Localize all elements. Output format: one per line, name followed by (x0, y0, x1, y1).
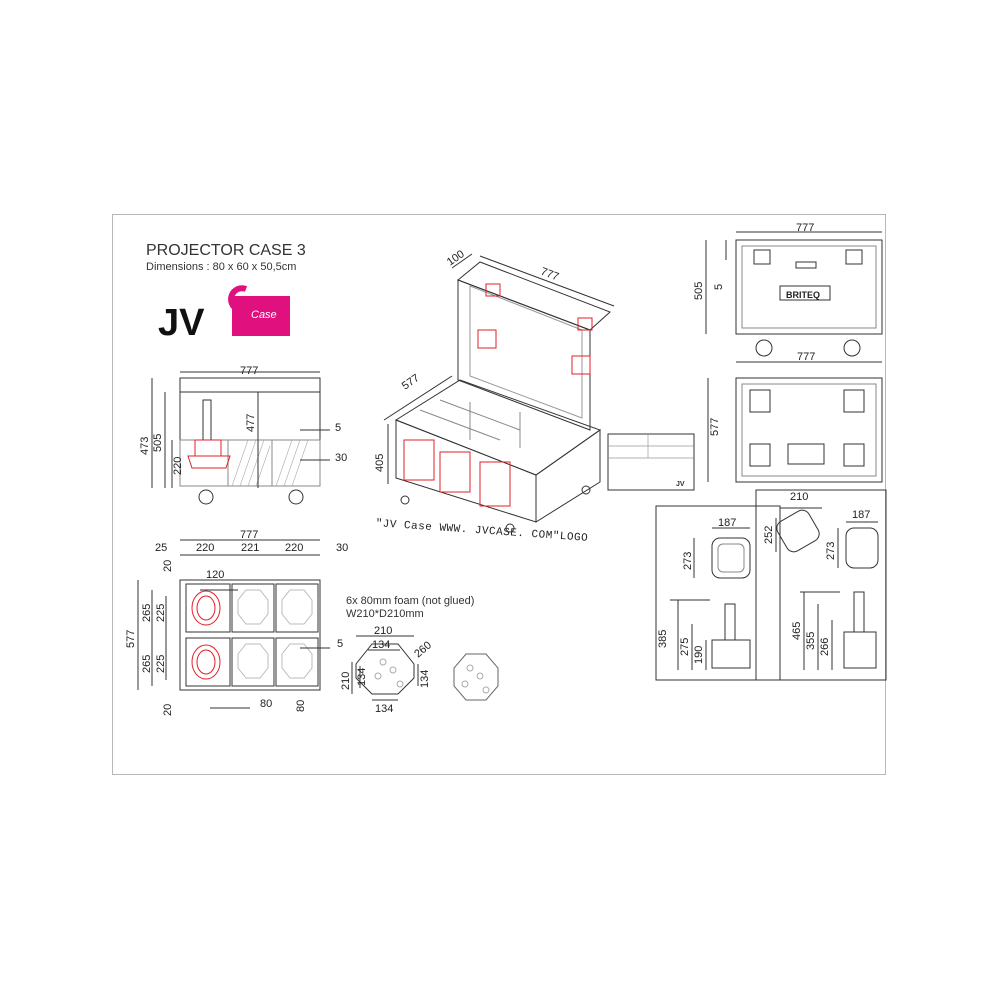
top-col-221: 221 (241, 542, 259, 554)
iso-dim-405: 405 (374, 454, 386, 472)
top-width-777: 777 (240, 529, 258, 541)
foam-dim-134-left: 134 (356, 668, 368, 686)
side-height-220: 220 (172, 457, 184, 475)
logo-letters: JV (158, 302, 205, 344)
fixture-right-h465: 465 (791, 622, 803, 640)
side-height-473: 473 (139, 437, 151, 455)
foam-note-line2: W210*D210mm (346, 608, 424, 620)
iso-dim-577: 577 (400, 372, 422, 392)
top-row-225a: 225 (155, 604, 167, 622)
label-plate: JV (607, 433, 695, 491)
top-row-20b: 20 (162, 704, 174, 716)
fixture-right-h266: 266 (819, 638, 831, 656)
fixture-left-h190: 190 (693, 646, 705, 664)
side-width-777: 777 (240, 365, 258, 377)
logo-c-arc (228, 285, 255, 314)
isometric-view (383, 253, 615, 533)
top-row-20a: 20 (162, 560, 174, 572)
front-dim-5: 5 (713, 284, 725, 290)
front-width-777: 777 (796, 222, 814, 234)
fixture-right-h252: 252 (763, 526, 775, 544)
side-dim-5: 5 (335, 422, 341, 434)
logo-box (232, 296, 290, 336)
top-row-265b: 265 (141, 655, 153, 673)
foam-dim-134-right: 134 (419, 670, 431, 688)
foam-dim-210: 210 (374, 625, 392, 637)
jv-case-logo: JV Case (158, 285, 290, 344)
fixture-left-h273: 273 (682, 552, 694, 570)
top-bottom-80a: 80 (260, 698, 272, 710)
fixture-right-w187: 187 (852, 509, 870, 521)
fixture-left-w187: 187 (718, 517, 736, 529)
top-row-120: 120 (206, 569, 224, 581)
fixture-right-h273: 273 (825, 542, 837, 560)
front-height-505: 505 (693, 282, 705, 300)
foam-dim-134-top: 134 (372, 639, 390, 651)
top-col-25: 25 (155, 542, 167, 554)
top-row-225b: 225 (155, 655, 167, 673)
fixture-left-h275: 275 (679, 638, 691, 656)
foam-dim-134-bottom: 134 (375, 703, 393, 715)
briteq-brand: BRITEQ (786, 290, 820, 300)
top-plan-view (707, 377, 883, 483)
label-plate-logo: JV (676, 481, 685, 488)
side-height-505: 505 (152, 434, 164, 452)
drawing-title: PROJECTOR CASE 3 (146, 242, 306, 259)
foam-dim-210-side: 210 (340, 672, 352, 690)
top-view (137, 539, 330, 709)
logo-case-text: Case (251, 309, 277, 321)
fixture-right-h355: 355 (805, 632, 817, 650)
iso-dim-777: 777 (539, 266, 560, 284)
side-view (151, 371, 330, 505)
top-bottom-80b: 80 (295, 700, 307, 712)
front-view (705, 231, 883, 363)
front-width-777-bottom: 777 (797, 351, 815, 363)
briteq-plate: BRITEQ (786, 290, 820, 300)
side-height-477: 477 (245, 414, 257, 432)
fixture-left-h385: 385 (657, 630, 669, 648)
top-depth-577: 577 (125, 630, 137, 648)
foam-detail (351, 635, 499, 701)
iso-dim-100: 100 (445, 248, 467, 268)
fixture-right-w210: 210 (790, 491, 808, 503)
top-dim-5: 5 (337, 638, 343, 650)
top-col-30: 30 (336, 542, 348, 554)
drawing-dimensions: Dimensions : 80 x 60 x 50,5cm (146, 261, 297, 273)
top-col-220b: 220 (285, 542, 303, 554)
foam-dim-260: 260 (412, 639, 434, 660)
foam-note-line1: 6x 80mm foam (not glued) (346, 595, 475, 607)
side-dim-30: 30 (335, 452, 347, 464)
fixture-panel (655, 489, 887, 681)
top-row-265a: 265 (141, 604, 153, 622)
top-col-220a: 220 (196, 542, 214, 554)
plan-depth-577: 577 (709, 418, 721, 436)
